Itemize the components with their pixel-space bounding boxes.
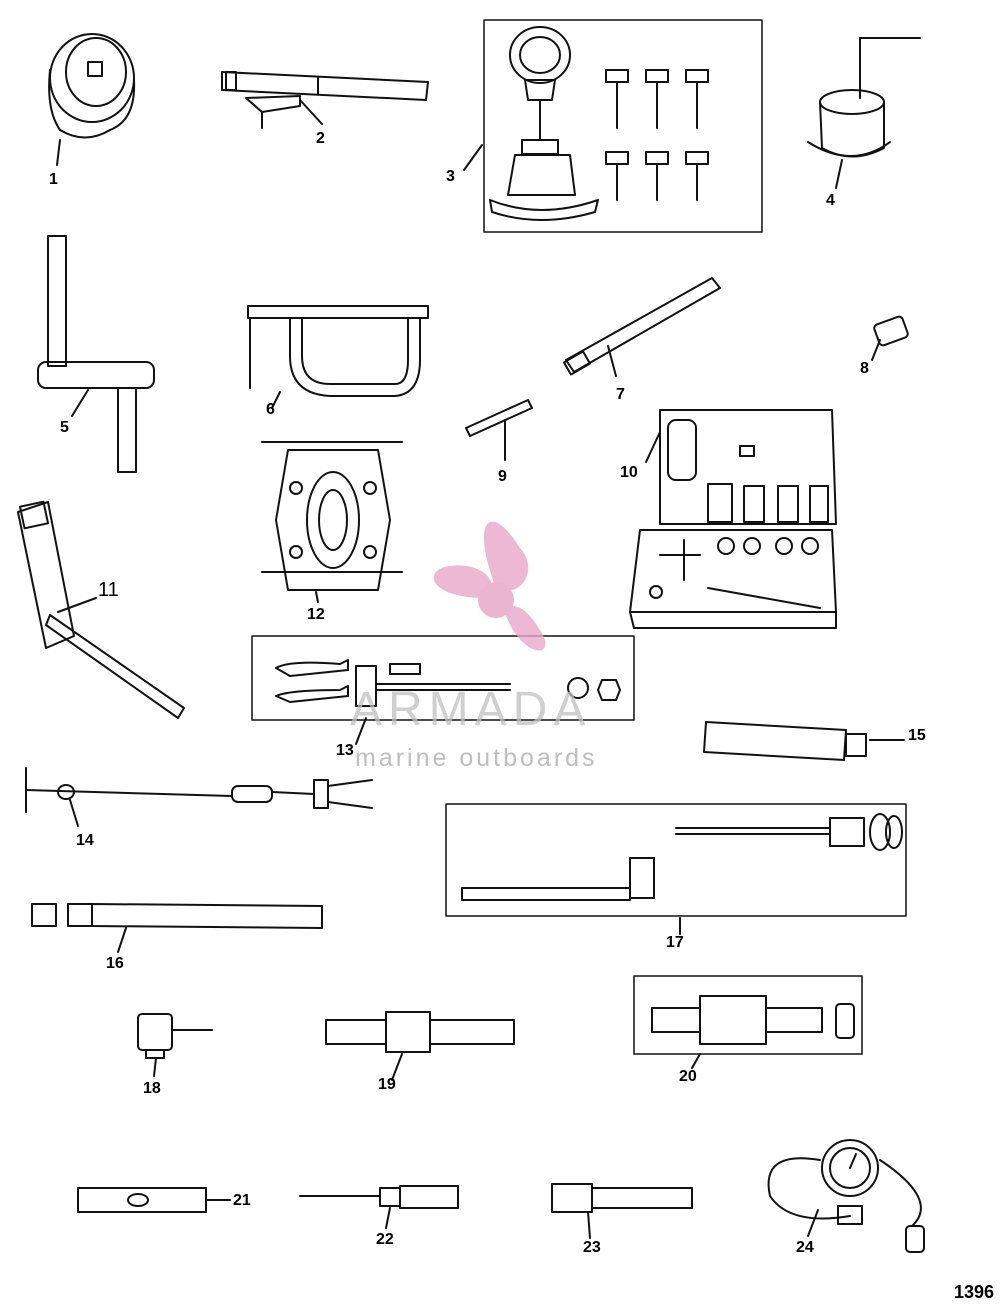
callout-21: 21	[233, 1192, 251, 1209]
tool-20-bearing-installer	[633, 975, 863, 1069]
callout-5: 5	[60, 419, 69, 436]
callout-23: 23	[583, 1239, 601, 1256]
tool-12-bearing-separator	[261, 441, 403, 603]
watermark-tagline: marine outboards	[355, 744, 598, 772]
callout-22: 22	[376, 1231, 394, 1248]
tool-13-puller-assembly	[251, 635, 635, 745]
callout-2: 2	[316, 130, 325, 147]
callout-9: 9	[498, 468, 507, 485]
tool-8-sleeve	[871, 315, 909, 361]
tool-11-plug-wrench	[17, 500, 185, 719]
callout-4: 4	[826, 192, 835, 209]
tool-10-kit-case	[629, 409, 837, 629]
callout-19: 19	[378, 1076, 396, 1093]
tool-2-holder-bar	[221, 71, 429, 129]
tool-7-driver-rod	[562, 277, 721, 377]
tool-22-tap-driver	[299, 1185, 459, 1229]
watermark-brand: ARMADA	[350, 683, 592, 736]
tool-4-ring-compressor	[807, 37, 921, 189]
tool-24-pressure-gauge	[767, 1139, 925, 1253]
tool-16-driver-tube	[31, 903, 323, 953]
tool-15-socket-tube	[703, 721, 905, 761]
callout-24: 24	[796, 1239, 814, 1256]
tool-3-lifting-eye-kit	[463, 19, 763, 233]
tool-19-shaft-tool	[325, 1011, 515, 1081]
callout-13: 13	[336, 742, 354, 759]
callout-10: 10	[620, 464, 638, 481]
callout-8: 8	[860, 360, 869, 377]
callout-1: 1	[49, 171, 58, 188]
callout-18: 18	[143, 1080, 161, 1097]
callout-11: 11	[98, 579, 119, 601]
tool-9-threaded-tool	[465, 399, 533, 461]
figure-number: 1396	[954, 1282, 995, 1302]
callout-20: 20	[679, 1068, 697, 1085]
callout-15: 15	[908, 727, 926, 744]
tool-14-slide-hammer	[25, 767, 373, 827]
callout-3: 3	[446, 168, 455, 185]
callout-6: 6	[266, 401, 275, 418]
tool-17-installer-kit	[445, 803, 907, 935]
callout-7: 7	[616, 386, 625, 403]
callout-14: 14	[76, 832, 94, 849]
callout-17: 17	[666, 934, 684, 951]
tool-5-t-handle	[37, 235, 155, 473]
tool-23-driver	[551, 1183, 693, 1239]
watermark-logo	[433, 521, 546, 651]
tool-6-c-clamp	[247, 305, 429, 409]
tool-21-plate	[77, 1187, 231, 1213]
callout-16: 16	[106, 955, 124, 972]
callout-12: 12	[307, 606, 325, 623]
tool-1-filter-wrench	[48, 33, 136, 166]
tool-18-adapter	[137, 1013, 213, 1077]
